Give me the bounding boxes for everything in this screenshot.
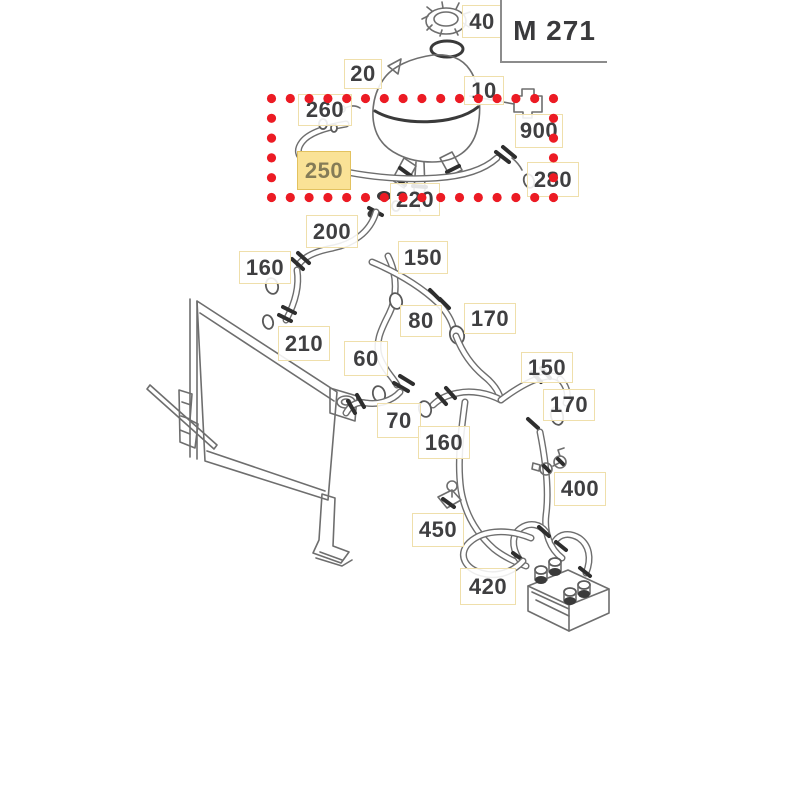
radiator-drawing (146, 298, 358, 567)
part-label-pos-260[interactable]: 260 (298, 94, 352, 126)
part-label-pos-170a[interactable]: 170 (464, 303, 516, 334)
part-label-pos-60[interactable]: 60 (344, 341, 388, 376)
hose-60-70-drawing (342, 252, 415, 417)
part-label-pos-210[interactable]: 210 (278, 326, 330, 361)
engine-code-label: M 271 (513, 14, 596, 46)
part-label-pos-150b[interactable]: 150 (521, 352, 573, 383)
part-label-pos-170b[interactable]: 170 (543, 389, 595, 421)
fittings-400-drawing (531, 447, 567, 476)
part-label-pos-200[interactable]: 200 (306, 215, 358, 248)
part-label-pos-420[interactable]: 420 (460, 568, 516, 605)
engine-code-box: M 271 (500, 0, 607, 63)
part-label-pos-400[interactable]: 400 (554, 472, 606, 506)
part-label-pos-40[interactable]: 40 (462, 5, 502, 38)
part-label-pos-160a[interactable]: 160 (239, 251, 291, 284)
part-label-pos-280[interactable]: 280 (527, 162, 579, 197)
oil-cooler-drawing (527, 557, 610, 632)
part-label-pos-10[interactable]: 10 (464, 76, 504, 105)
part-label-pos-150a[interactable]: 150 (398, 241, 448, 274)
part-label-pos-20[interactable]: 20 (344, 59, 382, 89)
part-label-pos-450[interactable]: 450 (412, 513, 464, 547)
part-label-pos-80[interactable]: 80 (400, 305, 442, 337)
upper-hose-200-drawing (261, 206, 384, 330)
part-label-pos-900[interactable]: 900 (515, 114, 563, 148)
part-label-pos-160b[interactable]: 160 (418, 426, 470, 459)
part-label-pos-250[interactable]: 250 (297, 151, 351, 190)
valve-450-drawing (437, 480, 462, 509)
part-label-pos-220[interactable]: 220 (390, 183, 440, 216)
part-label-pos-70[interactable]: 70 (377, 403, 421, 438)
